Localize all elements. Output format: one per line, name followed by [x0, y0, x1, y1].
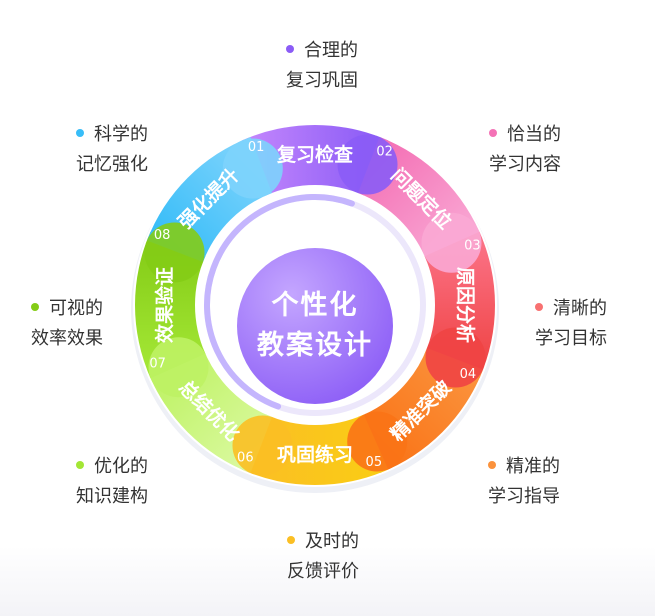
- annotation-02: 恰当的 学习内容: [489, 120, 561, 180]
- segment-cap-06: [148, 337, 209, 398]
- center-circle: [237, 248, 393, 404]
- segment-number-05: 05: [366, 455, 383, 470]
- segment-label-05: 巩固练习: [277, 443, 353, 466]
- progress-arc: [204, 194, 355, 410]
- segment-number-08: 08: [154, 228, 171, 243]
- segment-label-03: 原因分析: [454, 267, 477, 343]
- segment-cap-08: [222, 138, 283, 199]
- segment-label-01: 复习检查: [276, 143, 354, 166]
- annotation-line1: 及时的: [305, 531, 359, 552]
- annotation-line2: 复习巩固: [286, 70, 358, 91]
- segment-cap-05: [232, 415, 293, 476]
- annotation-line1: 优化的: [94, 456, 148, 477]
- segment-number-03: 03: [464, 239, 481, 254]
- segment-label-07: 效果验证: [153, 267, 176, 343]
- annotation-dot: [488, 461, 496, 469]
- floor-shadow: [0, 546, 655, 616]
- segment-number-06: 06: [237, 450, 254, 465]
- annotation-line1: 科学的: [94, 124, 148, 145]
- annotation-line2: 学习内容: [489, 154, 561, 175]
- annotation-line1: 恰当的: [507, 124, 561, 145]
- annotation-line2: 学习目标: [535, 328, 607, 349]
- segment-cap-02: [421, 212, 482, 273]
- annotation-line2: 效率效果: [31, 328, 103, 349]
- segment-number-02: 02: [376, 145, 393, 160]
- inner-circle-group: [197, 187, 433, 423]
- center-title-line1: 个性化: [271, 290, 359, 321]
- segment-number-07: 07: [149, 356, 166, 371]
- annotation-line2: 记忆强化: [76, 154, 148, 175]
- segment-number-04: 04: [460, 367, 477, 382]
- annotation-05: 及时的 反馈评价: [287, 527, 359, 587]
- annotation-line1: 可视的: [49, 298, 103, 319]
- annotation-dot: [76, 461, 84, 469]
- annotation-line1: 精准的: [506, 456, 560, 477]
- annotation-03: 清晰的 学习目标: [535, 294, 607, 354]
- annotation-dot: [286, 45, 294, 53]
- annotation-06: 优化的 知识建构: [76, 452, 148, 512]
- annotation-line2: 反馈评价: [287, 561, 359, 582]
- annotation-08: 科学的 记忆强化: [76, 120, 148, 180]
- center-title: 个性化 教案设计: [237, 248, 393, 404]
- annotation-line2: 学习指导: [488, 486, 560, 507]
- annotation-dot: [287, 536, 295, 544]
- segment-number-01: 01: [248, 140, 265, 155]
- annotation-line1: 清晰的: [553, 298, 607, 319]
- annotation-dot: [31, 303, 39, 311]
- center-title-line2: 教案设计: [257, 330, 373, 361]
- annotation-dot: [489, 129, 497, 137]
- annotation-line2: 知识建构: [76, 486, 148, 507]
- annotation-04: 精准的 学习指导: [488, 452, 560, 512]
- segment-cap-04: [347, 411, 408, 472]
- segment-cap-07: [144, 222, 205, 283]
- segment-cap-01: [337, 134, 398, 195]
- annotation-line1: 合理的: [304, 40, 358, 61]
- annotation-dot: [535, 303, 543, 311]
- segment-cap-03: [425, 327, 486, 388]
- annotation-07: 可视的 效率效果: [31, 294, 103, 354]
- annotation-dot: [76, 129, 84, 137]
- annotation-01: 合理的 复习巩固: [286, 36, 358, 96]
